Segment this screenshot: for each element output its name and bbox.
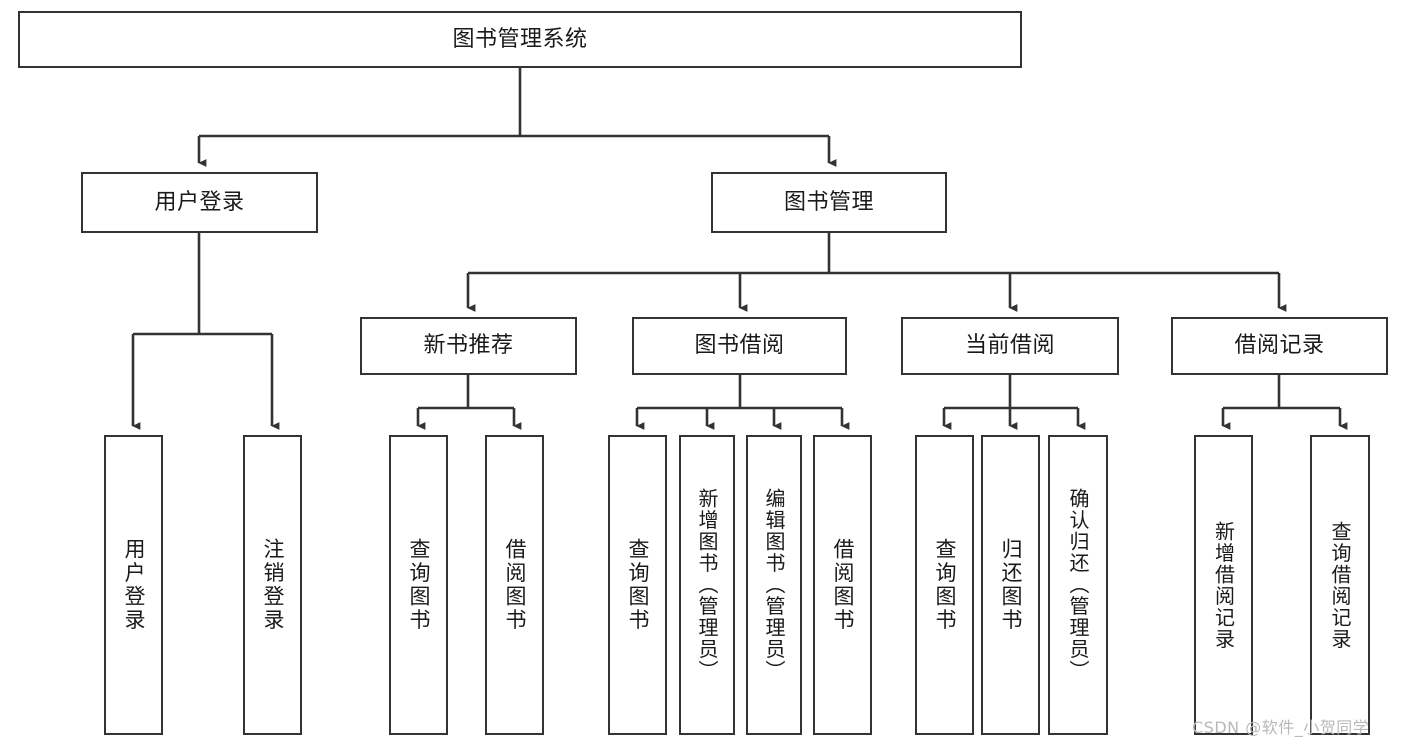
node-leaf-query-book-2[interactable]: 查询图书 (608, 435, 667, 735)
node-leaf-add-book-label: 新增图书（管理员） (695, 488, 719, 682)
csdn-watermark: CSDN @软件_小贺同学 (1192, 718, 1370, 737)
node-leaf-query-book-1[interactable]: 查询图书 (389, 435, 448, 735)
node-leaf-query-record[interactable]: 查询借阅记录 (1310, 435, 1370, 735)
node-borrow-record-label: 借阅记录 (1234, 333, 1325, 359)
node-leaf-return-book-label: 归还图书 (999, 538, 1023, 632)
node-leaf-query-record-label: 查询借阅记录 (1328, 520, 1352, 650)
node-user-login[interactable]: 用户登录 (81, 172, 318, 233)
node-leaf-query-book-3-label: 查询图书 (933, 538, 957, 632)
node-leaf-borrow-book-1[interactable]: 借阅图书 (485, 435, 544, 735)
node-leaf-return-book[interactable]: 归还图书 (981, 435, 1040, 735)
node-book-borrow-label: 图书借阅 (694, 333, 785, 359)
node-leaf-borrow-book-2[interactable]: 借阅图书 (813, 435, 872, 735)
node-leaf-edit-book-label: 编辑图书（管理员） (762, 488, 786, 682)
node-leaf-query-book-2-label: 查询图书 (626, 538, 650, 632)
node-leaf-query-book-3[interactable]: 查询图书 (915, 435, 974, 735)
node-leaf-logout[interactable]: 注销登录 (243, 435, 302, 735)
node-borrow-record[interactable]: 借阅记录 (1171, 317, 1388, 375)
node-book-manage[interactable]: 图书管理 (711, 172, 947, 233)
node-leaf-add-book[interactable]: 新增图书（管理员） (679, 435, 735, 735)
node-leaf-query-book-1-label: 查询图书 (407, 538, 431, 632)
node-current-borrow-label: 当前借阅 (964, 333, 1055, 359)
node-leaf-edit-book[interactable]: 编辑图书（管理员） (746, 435, 802, 735)
node-current-borrow[interactable]: 当前借阅 (901, 317, 1119, 375)
node-leaf-add-record-label: 新增借阅记录 (1211, 520, 1236, 650)
node-root-label: 图书管理系统 (452, 26, 588, 52)
node-leaf-borrow-book-1-label: 借阅图书 (503, 538, 527, 632)
node-leaf-borrow-book-2-label: 借阅图书 (831, 538, 855, 632)
node-book-manage-label: 图书管理 (783, 189, 874, 215)
node-leaf-confirm-return[interactable]: 确认归还（管理员） (1048, 435, 1108, 735)
node-user-login-label: 用户登录 (154, 189, 245, 215)
node-leaf-logout-label: 注销登录 (261, 538, 285, 632)
node-root[interactable]: 图书管理系统 (18, 11, 1022, 68)
node-leaf-confirm-return-label: 确认归还（管理员） (1066, 488, 1090, 682)
node-book-borrow[interactable]: 图书借阅 (632, 317, 847, 375)
node-new-book-recommend-label: 新书推荐 (423, 333, 514, 359)
node-leaf-user-login[interactable]: 用户登录 (104, 435, 163, 735)
node-leaf-add-record[interactable]: 新增借阅记录 (1194, 435, 1253, 735)
node-leaf-user-login-label: 用户登录 (122, 538, 146, 632)
node-new-book-recommend[interactable]: 新书推荐 (360, 317, 577, 375)
